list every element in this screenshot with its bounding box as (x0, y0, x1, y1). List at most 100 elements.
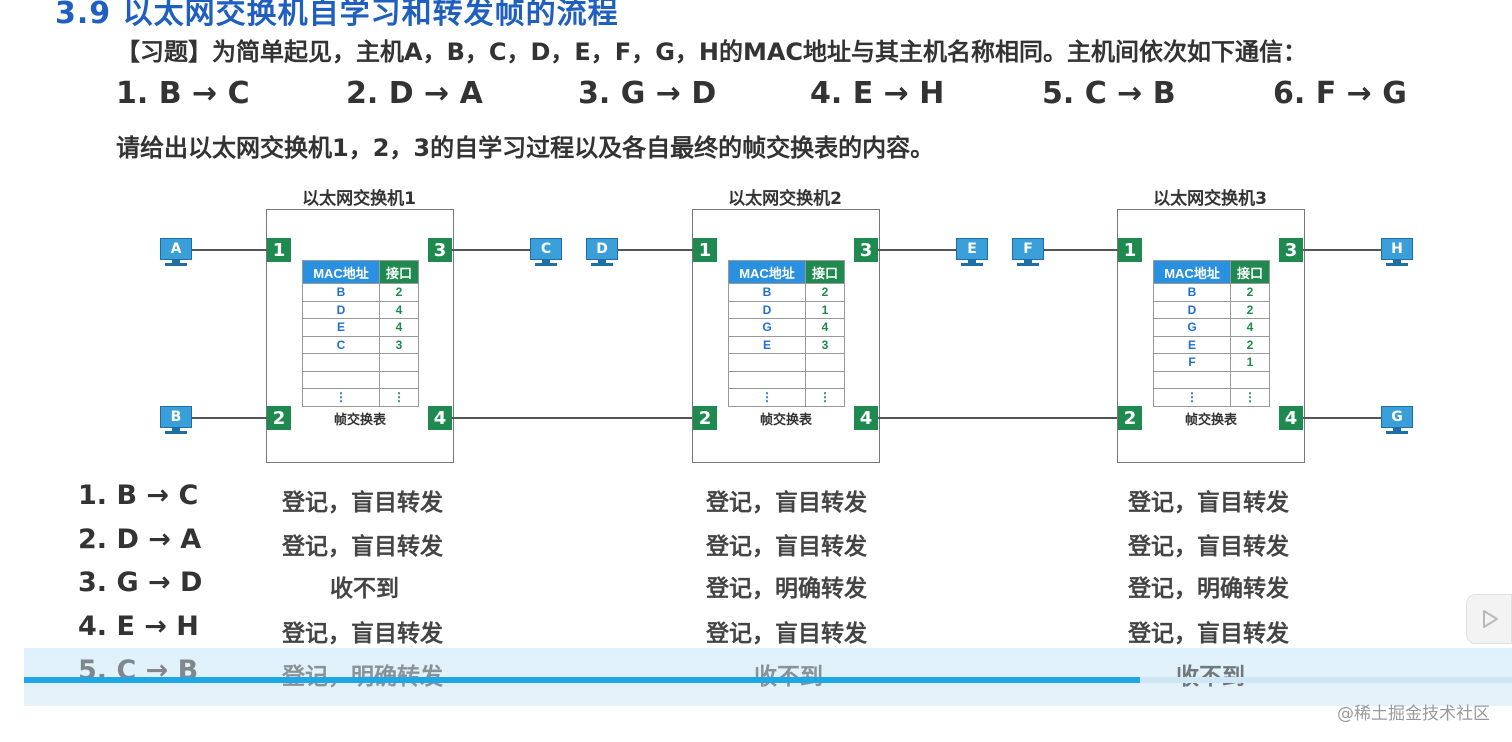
host-h-label: H (1381, 238, 1413, 260)
video-progress-fill[interactable] (24, 677, 1140, 683)
link-b-sw1 (190, 417, 268, 419)
link-a-sw1 (190, 249, 268, 251)
table-cell-mac: D (728, 300, 806, 319)
link-f-sw3 (1042, 249, 1119, 251)
link-sw1-sw2 (452, 417, 694, 419)
step-5-switch-3-action: 收不到 (1176, 657, 1245, 691)
host-f: F (1012, 238, 1044, 268)
table-cell-mac: B (302, 283, 380, 302)
switch-1-port-1: 1 (267, 238, 291, 262)
host-g-label: G (1381, 406, 1413, 428)
table-cell-port: 4 (1230, 318, 1270, 337)
step-4-switch-1-action: 登记，盲目转发 (282, 621, 443, 647)
watermark: @稀土掘金技术社区 (1337, 704, 1490, 724)
table-cell-mac (302, 370, 380, 389)
table-cell-port: 2 (1230, 300, 1270, 319)
step-4-switch-3-action: 登记，盲目转发 (1128, 621, 1289, 647)
table-cell-port: ⋮ (379, 388, 419, 407)
table-cell-port: 4 (805, 318, 845, 337)
table-cell-mac (728, 370, 806, 389)
table-cell-mac: ⋮ (302, 388, 380, 407)
table-cell-mac: E (728, 335, 806, 354)
table-cell-mac: G (1153, 318, 1231, 337)
table-cell-port: 2 (1230, 283, 1270, 302)
step-5-switch-2-action: 收不到 (754, 657, 823, 691)
switch-2-port-4: 4 (854, 406, 878, 430)
sequence-item: 1. B → C (116, 76, 250, 111)
step-2-switch-1-action: 登记，盲目转发 (282, 534, 443, 560)
host-a-label: A (160, 238, 192, 260)
link-sw1-c (452, 249, 532, 251)
table-cell-mac (302, 353, 380, 372)
switch-3-port-2: 2 (1118, 406, 1142, 430)
step-3-switch-1-action: 收不到 (330, 576, 399, 602)
host-a: A (160, 238, 192, 268)
sequence-item: 6. F → G (1273, 76, 1407, 111)
table-cell-port (805, 353, 845, 372)
step-5-switch-1-action: 登记，明确转发 (282, 657, 443, 691)
table-cell-port: 1 (805, 300, 845, 319)
table-cell-mac: B (728, 283, 806, 302)
link-sw2-sw3 (878, 417, 1120, 419)
table-cell-port (805, 370, 845, 389)
mac-column-header: MAC地址 (728, 260, 806, 284)
table-cell-mac: G (728, 318, 806, 337)
port-column-header: 接口 (379, 260, 419, 284)
step-label: 1. B → C (78, 480, 199, 511)
sequence-item: 2. D → A (346, 76, 483, 111)
table-cell-mac: E (302, 318, 380, 337)
question-text: 请给出以太网交换机1，2，3的自学习过程以及各自最终的帧交换表的内容。 (116, 134, 935, 162)
table-cell-port: 2 (379, 283, 419, 302)
host-e-label: E (956, 238, 988, 260)
host-f-label: F (1012, 238, 1044, 260)
host-c: C (530, 238, 562, 268)
step-3-switch-2-action: 登记，明确转发 (706, 576, 867, 602)
host-b-label: B (160, 406, 192, 428)
table-cell-mac: ⋮ (728, 388, 806, 407)
switch-2-port-2: 2 (693, 406, 717, 430)
bottom-strip (0, 706, 1512, 742)
table-cell-port (1230, 370, 1270, 389)
switch-3-table-label: 帧交换表 (1184, 413, 1237, 428)
port-column-header: 接口 (1230, 260, 1270, 284)
mac-column-header: MAC地址 (302, 260, 380, 284)
play-button[interactable] (1466, 594, 1512, 644)
host-e: E (956, 238, 988, 268)
step-4-switch-2-action: 登记，盲目转发 (706, 621, 867, 647)
table-cell-mac: E (1153, 335, 1231, 354)
host-c-label: C (530, 238, 562, 260)
table-cell-mac: D (1153, 300, 1231, 319)
step-label: 4. E → H (78, 611, 199, 642)
sequence-item: 5. C → B (1042, 76, 1176, 111)
host-d: D (586, 238, 618, 268)
table-cell-port (379, 370, 419, 389)
switch-2-title: 以太网交换机2 (728, 189, 842, 209)
step-label: 3. G → D (78, 567, 203, 598)
table-cell-mac (728, 353, 806, 372)
step-2-switch-3-action: 登记，盲目转发 (1128, 534, 1289, 560)
table-cell-port: 4 (379, 318, 419, 337)
step-3-switch-3-action: 登记，明确转发 (1128, 576, 1289, 602)
switch-3-port-3: 3 (1279, 238, 1303, 262)
table-cell-port: 2 (805, 283, 845, 302)
play-icon (1483, 610, 1498, 628)
table-cell-mac: F (1153, 353, 1231, 372)
table-cell-port: 1 (1230, 353, 1270, 372)
step-1-switch-3-action: 登记，盲目转发 (1128, 490, 1289, 516)
switch-2-port-1: 1 (693, 238, 717, 262)
table-cell-mac: ⋮ (1153, 388, 1231, 407)
table-cell-port (379, 353, 419, 372)
port-column-header: 接口 (805, 260, 845, 284)
switch-3-title: 以太网交换机3 (1153, 189, 1267, 209)
switch-1-title: 以太网交换机1 (302, 189, 416, 209)
table-cell-port: ⋮ (1230, 388, 1270, 407)
switch-3-port-4: 4 (1279, 406, 1303, 430)
mac-column-header: MAC地址 (1153, 260, 1231, 284)
table-cell-mac: B (1153, 283, 1231, 302)
table-cell-port: 2 (1230, 335, 1270, 354)
table-cell-port: 3 (379, 335, 419, 354)
table-cell-port: 3 (805, 335, 845, 354)
switch-1-port-2: 2 (267, 406, 291, 430)
